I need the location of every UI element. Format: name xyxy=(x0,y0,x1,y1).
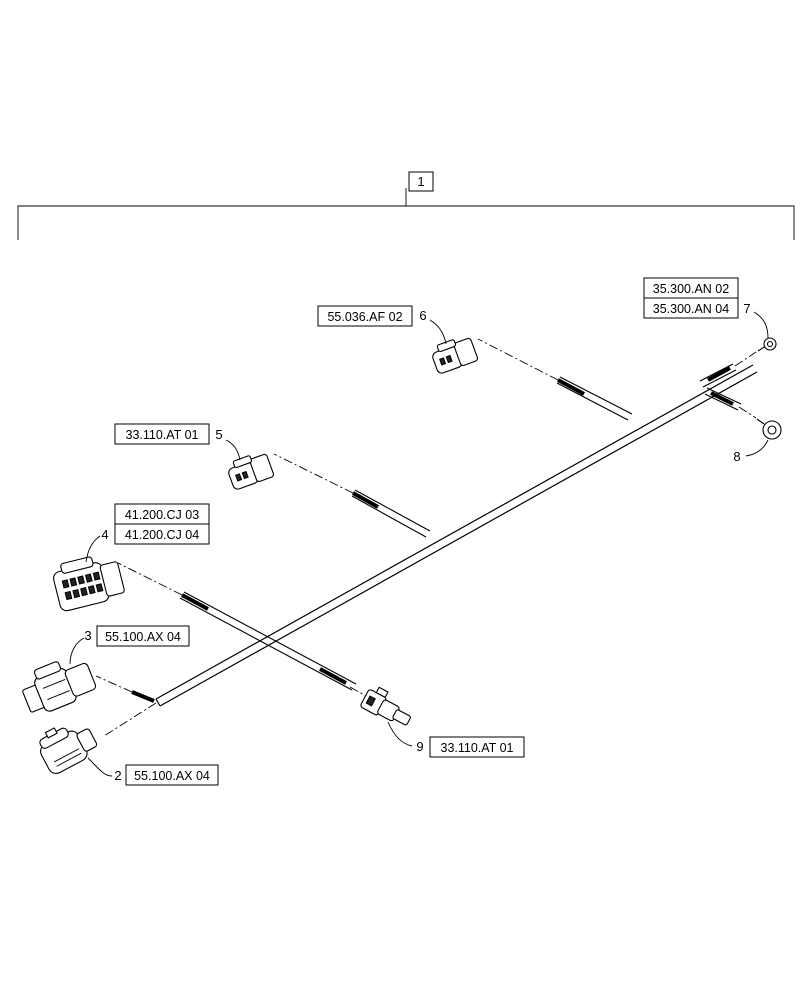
branch-item-6 xyxy=(477,338,633,421)
leads-items-2-3 xyxy=(95,675,157,737)
branch-item-4-9 xyxy=(117,562,369,698)
ref-label[interactable]: 41.200.CJ 03 xyxy=(125,508,199,522)
ref-label[interactable]: 35.300.AN 02 xyxy=(653,282,729,296)
item-number: 5 xyxy=(215,427,222,442)
connector-item-2 xyxy=(39,727,98,775)
ref-label[interactable]: 55.100.AX 04 xyxy=(134,769,210,783)
ring-terminal-item-8 xyxy=(756,418,782,440)
callout-item-3: 3 55.100.AX 04 xyxy=(69,625,190,665)
connector-item-3 xyxy=(22,661,97,713)
pin-grid xyxy=(61,571,104,601)
item-number: 9 xyxy=(416,739,423,754)
assembly-item-box xyxy=(408,171,434,192)
branch-items-7-8 xyxy=(699,351,757,419)
item-number: 8 xyxy=(733,449,740,464)
item-number: 2 xyxy=(114,768,121,783)
main-trunk xyxy=(155,364,758,707)
connector-item-5 xyxy=(228,453,275,490)
assembly-item-number: 1 xyxy=(417,174,424,189)
callout-item-4: 4 41.200.CJ 03 41.200.CJ 04 xyxy=(85,503,210,563)
ref-label[interactable]: 35.300.AN 04 xyxy=(653,302,729,316)
callout-item-9: 9 33.110.AT 01 xyxy=(387,721,525,758)
ring-terminal-item-7 xyxy=(757,337,777,352)
ref-label[interactable]: 55.100.AX 04 xyxy=(105,630,181,644)
item-number: 6 xyxy=(419,308,426,323)
callout-item-5: 5 33.110.AT 01 xyxy=(114,423,241,461)
callout-item-7: 7 35.300.AN 02 35.300.AN 04 xyxy=(643,277,769,339)
item-number: 4 xyxy=(101,527,108,542)
item-number: 3 xyxy=(84,628,91,643)
item-number: 7 xyxy=(743,301,750,316)
ref-label[interactable]: 55.036.AF 02 xyxy=(327,310,402,324)
connector-item-6 xyxy=(432,337,479,374)
ref-label[interactable]: 41.200.CJ 04 xyxy=(125,528,199,542)
callout-item-2: 2 55.100.AX 04 xyxy=(87,757,219,786)
connector-item-9 xyxy=(360,686,411,726)
callout-item-6: 6 55.036.AF 02 xyxy=(317,305,447,345)
connector-item-4 xyxy=(53,556,125,612)
ref-label[interactable]: 33.110.AT 01 xyxy=(441,741,514,755)
ref-label[interactable]: 33.110.AT 01 xyxy=(126,428,199,442)
assembly-bracket: 1 xyxy=(17,171,795,240)
callout-item-8: 8 xyxy=(733,439,769,464)
branch-item-5 xyxy=(273,453,431,538)
